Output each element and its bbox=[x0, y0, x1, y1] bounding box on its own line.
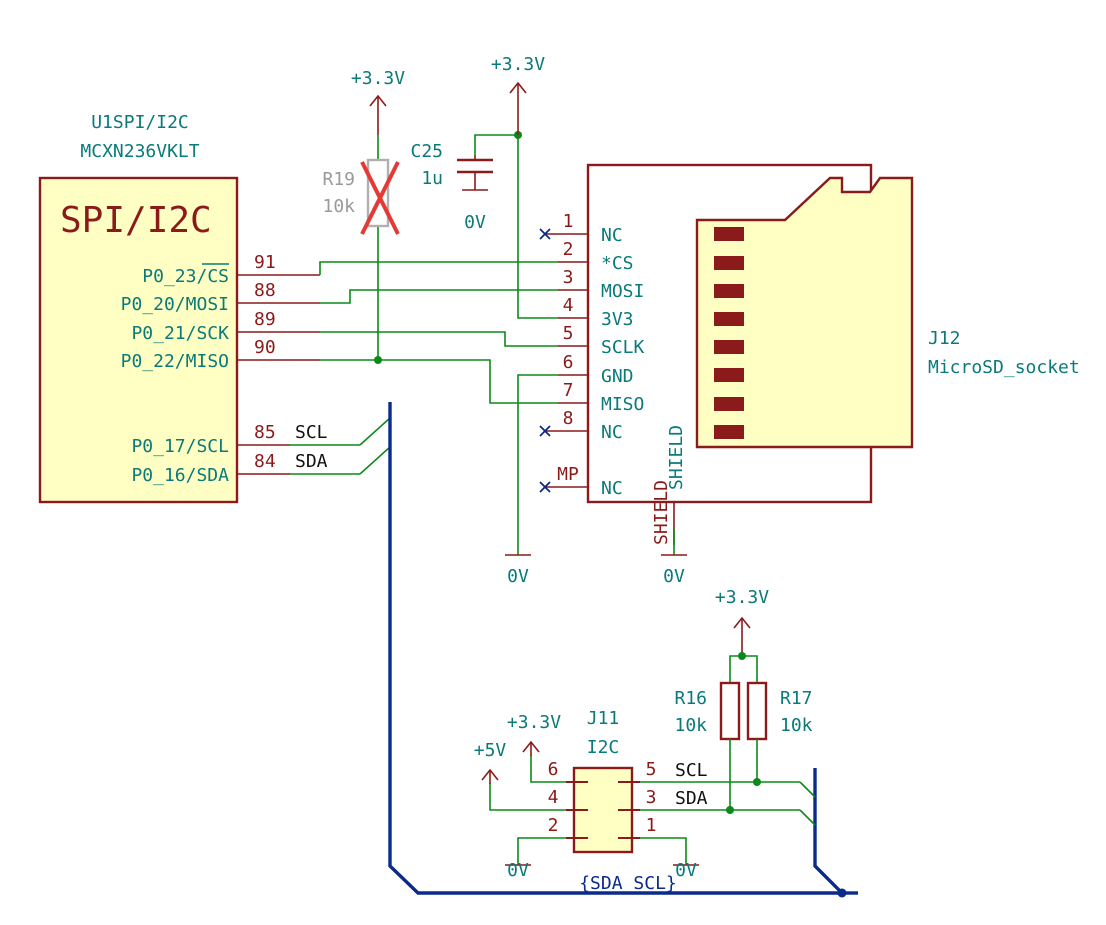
i2c-bus-left[interactable]: SCL SDA bbox=[290, 417, 391, 475]
u1-pin-name-scl: P0_17/SCL bbox=[131, 436, 229, 457]
j12-pin-name-2: *CS bbox=[601, 253, 634, 274]
r19-resistor-dnp[interactable]: R19 10k bbox=[322, 135, 400, 364]
j11-value: I2C bbox=[587, 737, 620, 758]
u1-reference: U1SPI/I2C bbox=[91, 112, 189, 133]
power-33v-pullups: +3.3V bbox=[715, 587, 769, 656]
gnd-label-j11-1: 0V bbox=[675, 860, 697, 881]
j12-shield-label: SHIELD bbox=[651, 480, 672, 545]
j12-microsd-socket[interactable]: 1 2 3 4 5 6 7 8 MP NC *CS MOSI 3V3 SCLK … bbox=[539, 163, 1080, 545]
i2c-bus-main[interactable]: {SDA SCL} bbox=[388, 402, 858, 898]
u1-pin-num-88: 88 bbox=[254, 280, 276, 301]
j12-pin-name-6: GND bbox=[601, 366, 634, 387]
j11-pin-num-4: 4 bbox=[548, 787, 559, 808]
j12-reference: J12 bbox=[928, 328, 961, 349]
r16-value: 10k bbox=[674, 715, 707, 736]
j12-pin-num-3: 3 bbox=[563, 267, 574, 288]
c25-value: 1u bbox=[421, 168, 443, 189]
j12-pin-num-2: 2 bbox=[563, 239, 574, 260]
u1-pin-num-90: 90 bbox=[254, 337, 276, 358]
j12-pin-name-4: 3V3 bbox=[601, 309, 634, 330]
gnd-j11-pin2: 0V bbox=[505, 860, 531, 881]
u1-pin-name-miso: P0_22/MISO bbox=[121, 351, 229, 372]
u1-pin-num-91: 91 bbox=[254, 252, 276, 273]
r16-resistor[interactable]: R16 10k bbox=[674, 655, 742, 810]
j11-pin-num-6: 6 bbox=[548, 759, 559, 780]
r17-resistor[interactable]: R17 10k bbox=[742, 655, 813, 782]
gnd-shield: 0V bbox=[661, 530, 687, 587]
power-33v-label-3: +3.3V bbox=[715, 587, 769, 608]
j12-pin-num-7: 7 bbox=[563, 380, 574, 401]
bus-label: {SDA SCL} bbox=[579, 873, 677, 894]
j11-pin-num-3: 3 bbox=[646, 787, 657, 808]
r17-reference: R17 bbox=[780, 688, 813, 709]
j12-pin-name-5: SCLK bbox=[601, 337, 645, 358]
j11-pin-num-1: 1 bbox=[646, 815, 657, 836]
gnd-label-j11-2: 0V bbox=[507, 860, 529, 881]
c25-reference: C25 bbox=[410, 141, 443, 162]
j12-pin-name-mp: NC bbox=[601, 478, 623, 499]
u1-pin-name-cs: P0_23/CS bbox=[142, 266, 229, 287]
u1-pin-num-85: 85 bbox=[254, 422, 276, 443]
net-label-scl-j11: SCL bbox=[675, 760, 708, 781]
u1-unit-title: SPI/I2C bbox=[60, 200, 212, 241]
c25-gnd-label: 0V bbox=[464, 212, 486, 233]
sd-card-contacts bbox=[714, 227, 744, 439]
u1-pin-name-sda: P0_16/SDA bbox=[131, 465, 229, 486]
j12-pin-num-5: 5 bbox=[563, 323, 574, 344]
j12-pin-num-1: 1 bbox=[563, 211, 574, 232]
j11-i2c-header[interactable]: J11 I2C 6 5 4 3 2 1 bbox=[548, 708, 657, 854]
gnd-label-socket: 0V bbox=[507, 566, 529, 587]
r19-value: 10k bbox=[322, 196, 355, 217]
gnd-j11-pin1: 0V bbox=[673, 860, 699, 881]
j12-pin-num-4: 4 bbox=[563, 295, 574, 316]
power-33v-label-4: +3.3V bbox=[507, 712, 561, 733]
j12-value: MicroSD_socket bbox=[928, 357, 1080, 378]
j11-reference: J11 bbox=[587, 708, 620, 729]
power-5v-label: +5V bbox=[474, 740, 507, 761]
j12-pin-num-8: 8 bbox=[563, 408, 574, 429]
power-33v-j11: +3.3V bbox=[507, 712, 561, 756]
j12-pin-name-8: NC bbox=[601, 422, 623, 443]
net-label-scl-u1: SCL bbox=[295, 422, 328, 443]
u1-pin-name-sck: P0_21/SCK bbox=[131, 323, 229, 344]
net-label-sda-j11: SDA bbox=[675, 788, 708, 809]
j11-wires[interactable]: SCL SDA bbox=[489, 755, 816, 865]
j12-pin-name-1: NC bbox=[601, 225, 623, 246]
j12-pin-name-3: MOSI bbox=[601, 281, 644, 302]
c25-capacitor[interactable]: C25 1u 0V bbox=[410, 141, 493, 233]
gnd-socket: 0V bbox=[505, 554, 531, 587]
spi-wires[interactable] bbox=[319, 131, 558, 555]
j12-pin-num-6: 6 bbox=[563, 352, 574, 373]
power-33v-r19: +3.3V bbox=[351, 68, 405, 135]
r19-reference: R19 bbox=[322, 169, 355, 190]
power-5v-j11: +5V bbox=[474, 740, 507, 784]
u1-pin-num-84: 84 bbox=[254, 451, 276, 472]
j12-pin-name-7: MISO bbox=[601, 394, 644, 415]
power-33v-socket: +3.3V bbox=[491, 54, 545, 135]
power-33v-label-1: +3.3V bbox=[351, 68, 405, 89]
j11-pin-num-2: 2 bbox=[548, 815, 559, 836]
j12-pin-num-mp: MP bbox=[557, 464, 579, 485]
j12-shield-pin-name: SHIELD bbox=[666, 425, 687, 490]
u1-pin-name-mosi: P0_20/MOSI bbox=[121, 294, 229, 315]
u1-symbol[interactable]: U1SPI/I2C MCXN236VKLT SPI/I2C P0_23/CS P… bbox=[38, 112, 320, 504]
r17-value: 10k bbox=[780, 715, 813, 736]
power-33v-label-2: +3.3V bbox=[491, 54, 545, 75]
u1-pin-num-89: 89 bbox=[254, 309, 276, 330]
j11-pin-num-5: 5 bbox=[646, 759, 657, 780]
net-label-sda-u1: SDA bbox=[295, 451, 328, 472]
gnd-label-shield: 0V bbox=[663, 566, 685, 587]
u1-value: MCXN236VKLT bbox=[80, 141, 199, 162]
r16-reference: R16 bbox=[674, 688, 707, 709]
